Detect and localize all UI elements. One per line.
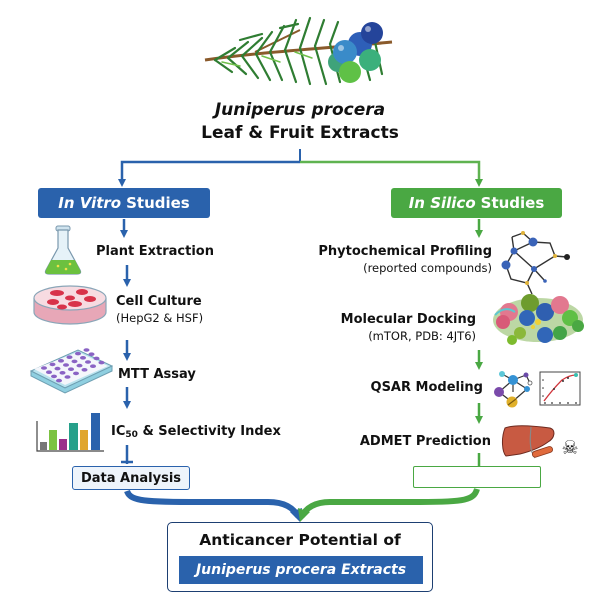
step-mtt-assay: MTT Assay bbox=[118, 366, 196, 383]
bar-chart-icon bbox=[36, 413, 104, 452]
well bbox=[56, 378, 62, 383]
well bbox=[59, 371, 66, 375]
dna-box bbox=[413, 466, 541, 488]
outcome-highlight: Juniperus procera Extracts bbox=[179, 556, 423, 584]
well bbox=[58, 359, 64, 363]
step-label-subscript: 50 bbox=[125, 430, 138, 440]
step-label: QSAR Modeling bbox=[370, 380, 483, 395]
species-title: Juniperus procera bbox=[214, 100, 386, 120]
well bbox=[51, 374, 57, 379]
step-plant-extraction: Plant Extraction bbox=[96, 243, 214, 260]
skull-crossbones-icon: ☠ bbox=[561, 437, 578, 459]
well bbox=[49, 362, 56, 367]
well bbox=[88, 352, 95, 357]
well bbox=[76, 363, 83, 368]
step-molecular-docking: Molecular Docking (mTOR, PDB: 4JT6) bbox=[341, 311, 476, 345]
in-vitro-arrows bbox=[120, 219, 133, 464]
step-ic50-selectivity: IC50 & Selectivity Index bbox=[111, 423, 281, 444]
step-phytochemical-profiling: Phytochemical Profiling (reported compou… bbox=[318, 243, 492, 277]
well bbox=[54, 366, 61, 371]
step-label-prefix: IC bbox=[111, 424, 126, 439]
well bbox=[64, 375, 71, 379]
well bbox=[68, 367, 74, 372]
well bbox=[66, 355, 73, 360]
juniper-branch-icon bbox=[204, 16, 393, 86]
step-label: Cell Culture bbox=[116, 294, 202, 309]
well bbox=[80, 356, 86, 360]
well bbox=[46, 370, 52, 375]
well bbox=[63, 363, 69, 367]
step-sublabel: (mTOR, PDB: 4JT6) bbox=[368, 329, 476, 343]
step-qsar-modeling: QSAR Modeling bbox=[371, 379, 483, 396]
in-silico-header-rest: Studies bbox=[480, 194, 545, 212]
liver-toxicity-icon: ☠ bbox=[502, 425, 579, 459]
step-sublabel: (HepG2 & HSF) bbox=[116, 311, 204, 325]
step-label: Phytochemical Profiling bbox=[318, 244, 492, 259]
well bbox=[98, 360, 105, 365]
in-silico-header: In Silico Studies bbox=[391, 188, 562, 218]
merge-connectors bbox=[124, 487, 480, 522]
step-label: ADMET Prediction bbox=[359, 434, 491, 449]
well bbox=[85, 360, 91, 364]
step-label: Plant Extraction bbox=[96, 244, 214, 259]
well bbox=[75, 351, 81, 356]
well bbox=[73, 371, 79, 376]
step-sublabel: (reported compounds) bbox=[363, 261, 492, 275]
well bbox=[90, 364, 96, 369]
well-plate-icon bbox=[29, 348, 114, 394]
step-label-suffix: & Selectivity Index bbox=[137, 424, 281, 439]
in-vitro-header: In Vitro Studies bbox=[38, 188, 210, 218]
well bbox=[83, 348, 90, 352]
protein-structure-icon bbox=[493, 294, 584, 345]
in-vitro-header-italic: In Vitro bbox=[58, 194, 122, 212]
in-silico-header-italic: In Silico bbox=[408, 194, 476, 212]
flask-icon bbox=[44, 225, 82, 275]
well bbox=[71, 359, 78, 364]
outcome-box: Anticancer Potential of Juniperus procer… bbox=[167, 522, 433, 592]
step-cell-culture: Cell Culture (HepG2 & HSF) bbox=[116, 293, 203, 327]
qsar-graph-icon bbox=[494, 371, 581, 408]
outcome-title: Anticancer Potential of bbox=[199, 531, 401, 549]
molecule-structure-icon bbox=[501, 231, 570, 295]
petri-dish-icon bbox=[33, 285, 107, 325]
split-connector bbox=[118, 149, 483, 187]
data-analysis-label: Data Analysis bbox=[80, 470, 182, 486]
step-label: MTT Assay bbox=[118, 367, 196, 382]
in-vitro-header-rest: Studies bbox=[126, 194, 190, 212]
well bbox=[41, 366, 47, 370]
step-label: Molecular Docking bbox=[340, 312, 476, 327]
extract-subtitle: Leaf & Fruit Extracts bbox=[201, 123, 399, 143]
step-admet-prediction: ADMET Prediction bbox=[360, 433, 491, 450]
well bbox=[93, 356, 100, 361]
well bbox=[81, 368, 88, 372]
data-analysis-box: Data Analysis bbox=[72, 466, 190, 490]
